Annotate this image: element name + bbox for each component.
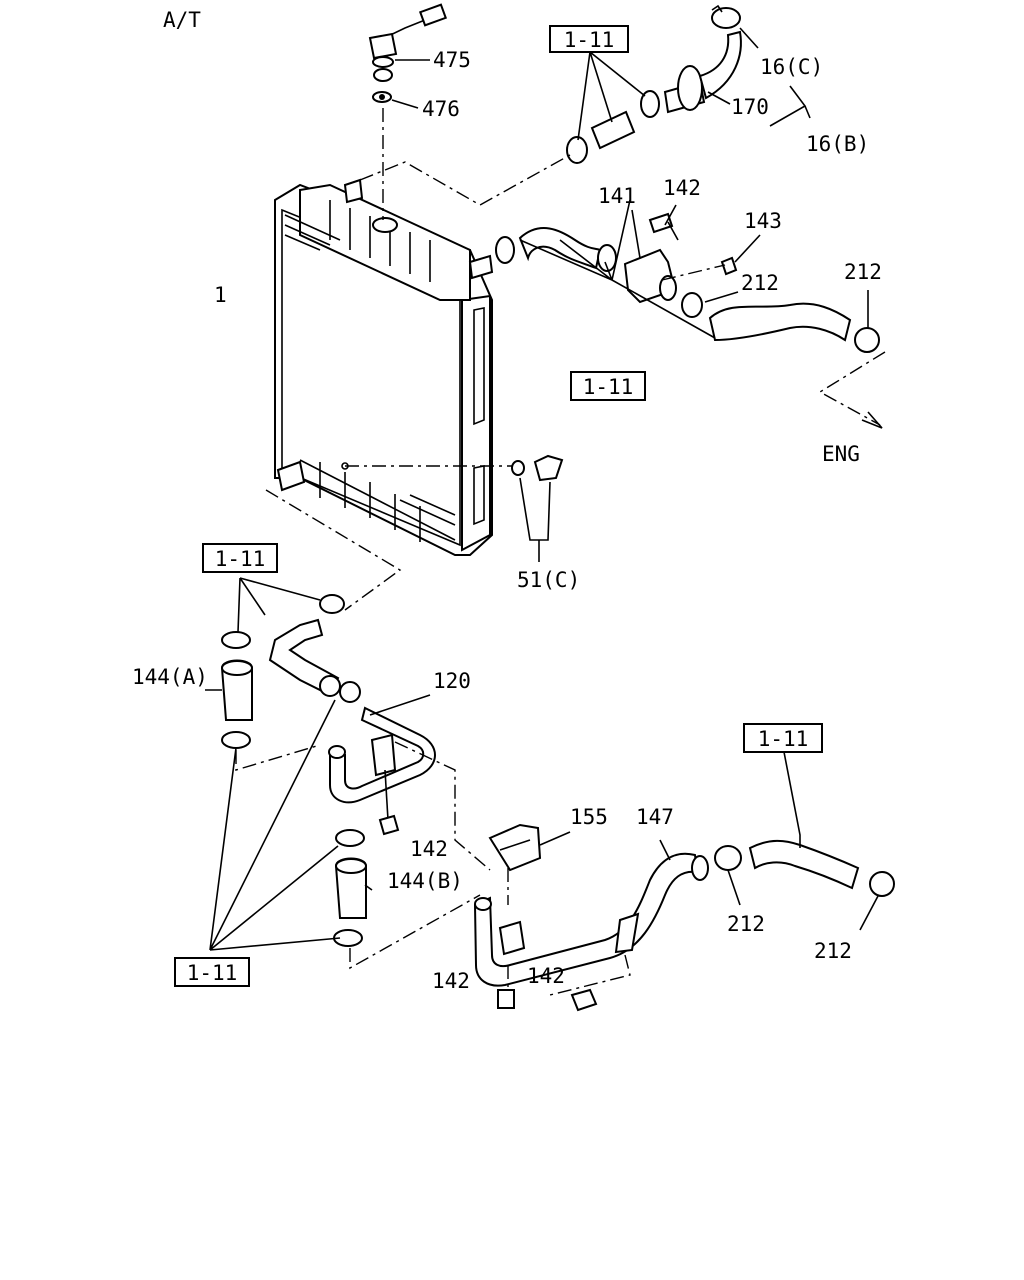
callout-142-top: 142 (663, 176, 701, 200)
callout-120: 120 (433, 669, 471, 693)
callout-143: 143 (744, 209, 782, 233)
svg-text:1-11: 1-11 (187, 961, 238, 985)
callout-142-bottom-left: 142 (432, 969, 470, 993)
callout-16b: 16(B) (806, 132, 869, 156)
ref-box-1[interactable]: 1-11 (549, 25, 629, 53)
svg-text:1-11: 1-11 (564, 28, 615, 52)
upper-hose-group (359, 4, 811, 206)
callout-155: 155 (570, 805, 608, 829)
ref-box-5[interactable]: 1-11 (174, 957, 250, 987)
bottom-pipe-group (209, 699, 895, 1012)
callout-476: 476 (422, 97, 460, 121)
callout-212-right: 212 (844, 260, 882, 284)
radiator (274, 178, 494, 556)
svg-text:1-11: 1-11 (758, 727, 809, 751)
callout-147: 147 (636, 805, 674, 829)
lower-hose-group (205, 489, 491, 871)
callout-212-lower: 212 (727, 912, 765, 936)
variant-label: A/T (163, 8, 201, 32)
callout-170: 170 (731, 95, 769, 119)
level-sensor (368, 3, 448, 220)
ref-box-3[interactable]: 1-11 (202, 543, 278, 573)
callout-144a: 144(A) (132, 665, 208, 689)
callout-16c: 16(C) (760, 55, 823, 79)
ref-box-2[interactable]: 1-11 (570, 371, 646, 401)
callout-141: 141 (598, 184, 636, 208)
callout-475: 475 (433, 48, 471, 72)
callout-51c: 51(C) (517, 568, 580, 592)
callout-212-mid: 212 (741, 271, 779, 295)
middle-hose-group (495, 199, 886, 429)
callout-142-mid: 142 (410, 837, 448, 861)
ref-box-4[interactable]: 1-11 (743, 723, 823, 753)
svg-text:1-11: 1-11 (215, 547, 266, 571)
eng-label: ENG (822, 442, 860, 466)
callout-1: 1 (214, 283, 227, 307)
callout-142-bottom-right: 142 (527, 964, 565, 988)
callout-212-lower-right: 212 (814, 939, 852, 963)
callout-144b: 144(B) (387, 869, 463, 893)
svg-text:1-11: 1-11 (583, 375, 634, 399)
drain-cock (345, 454, 564, 562)
